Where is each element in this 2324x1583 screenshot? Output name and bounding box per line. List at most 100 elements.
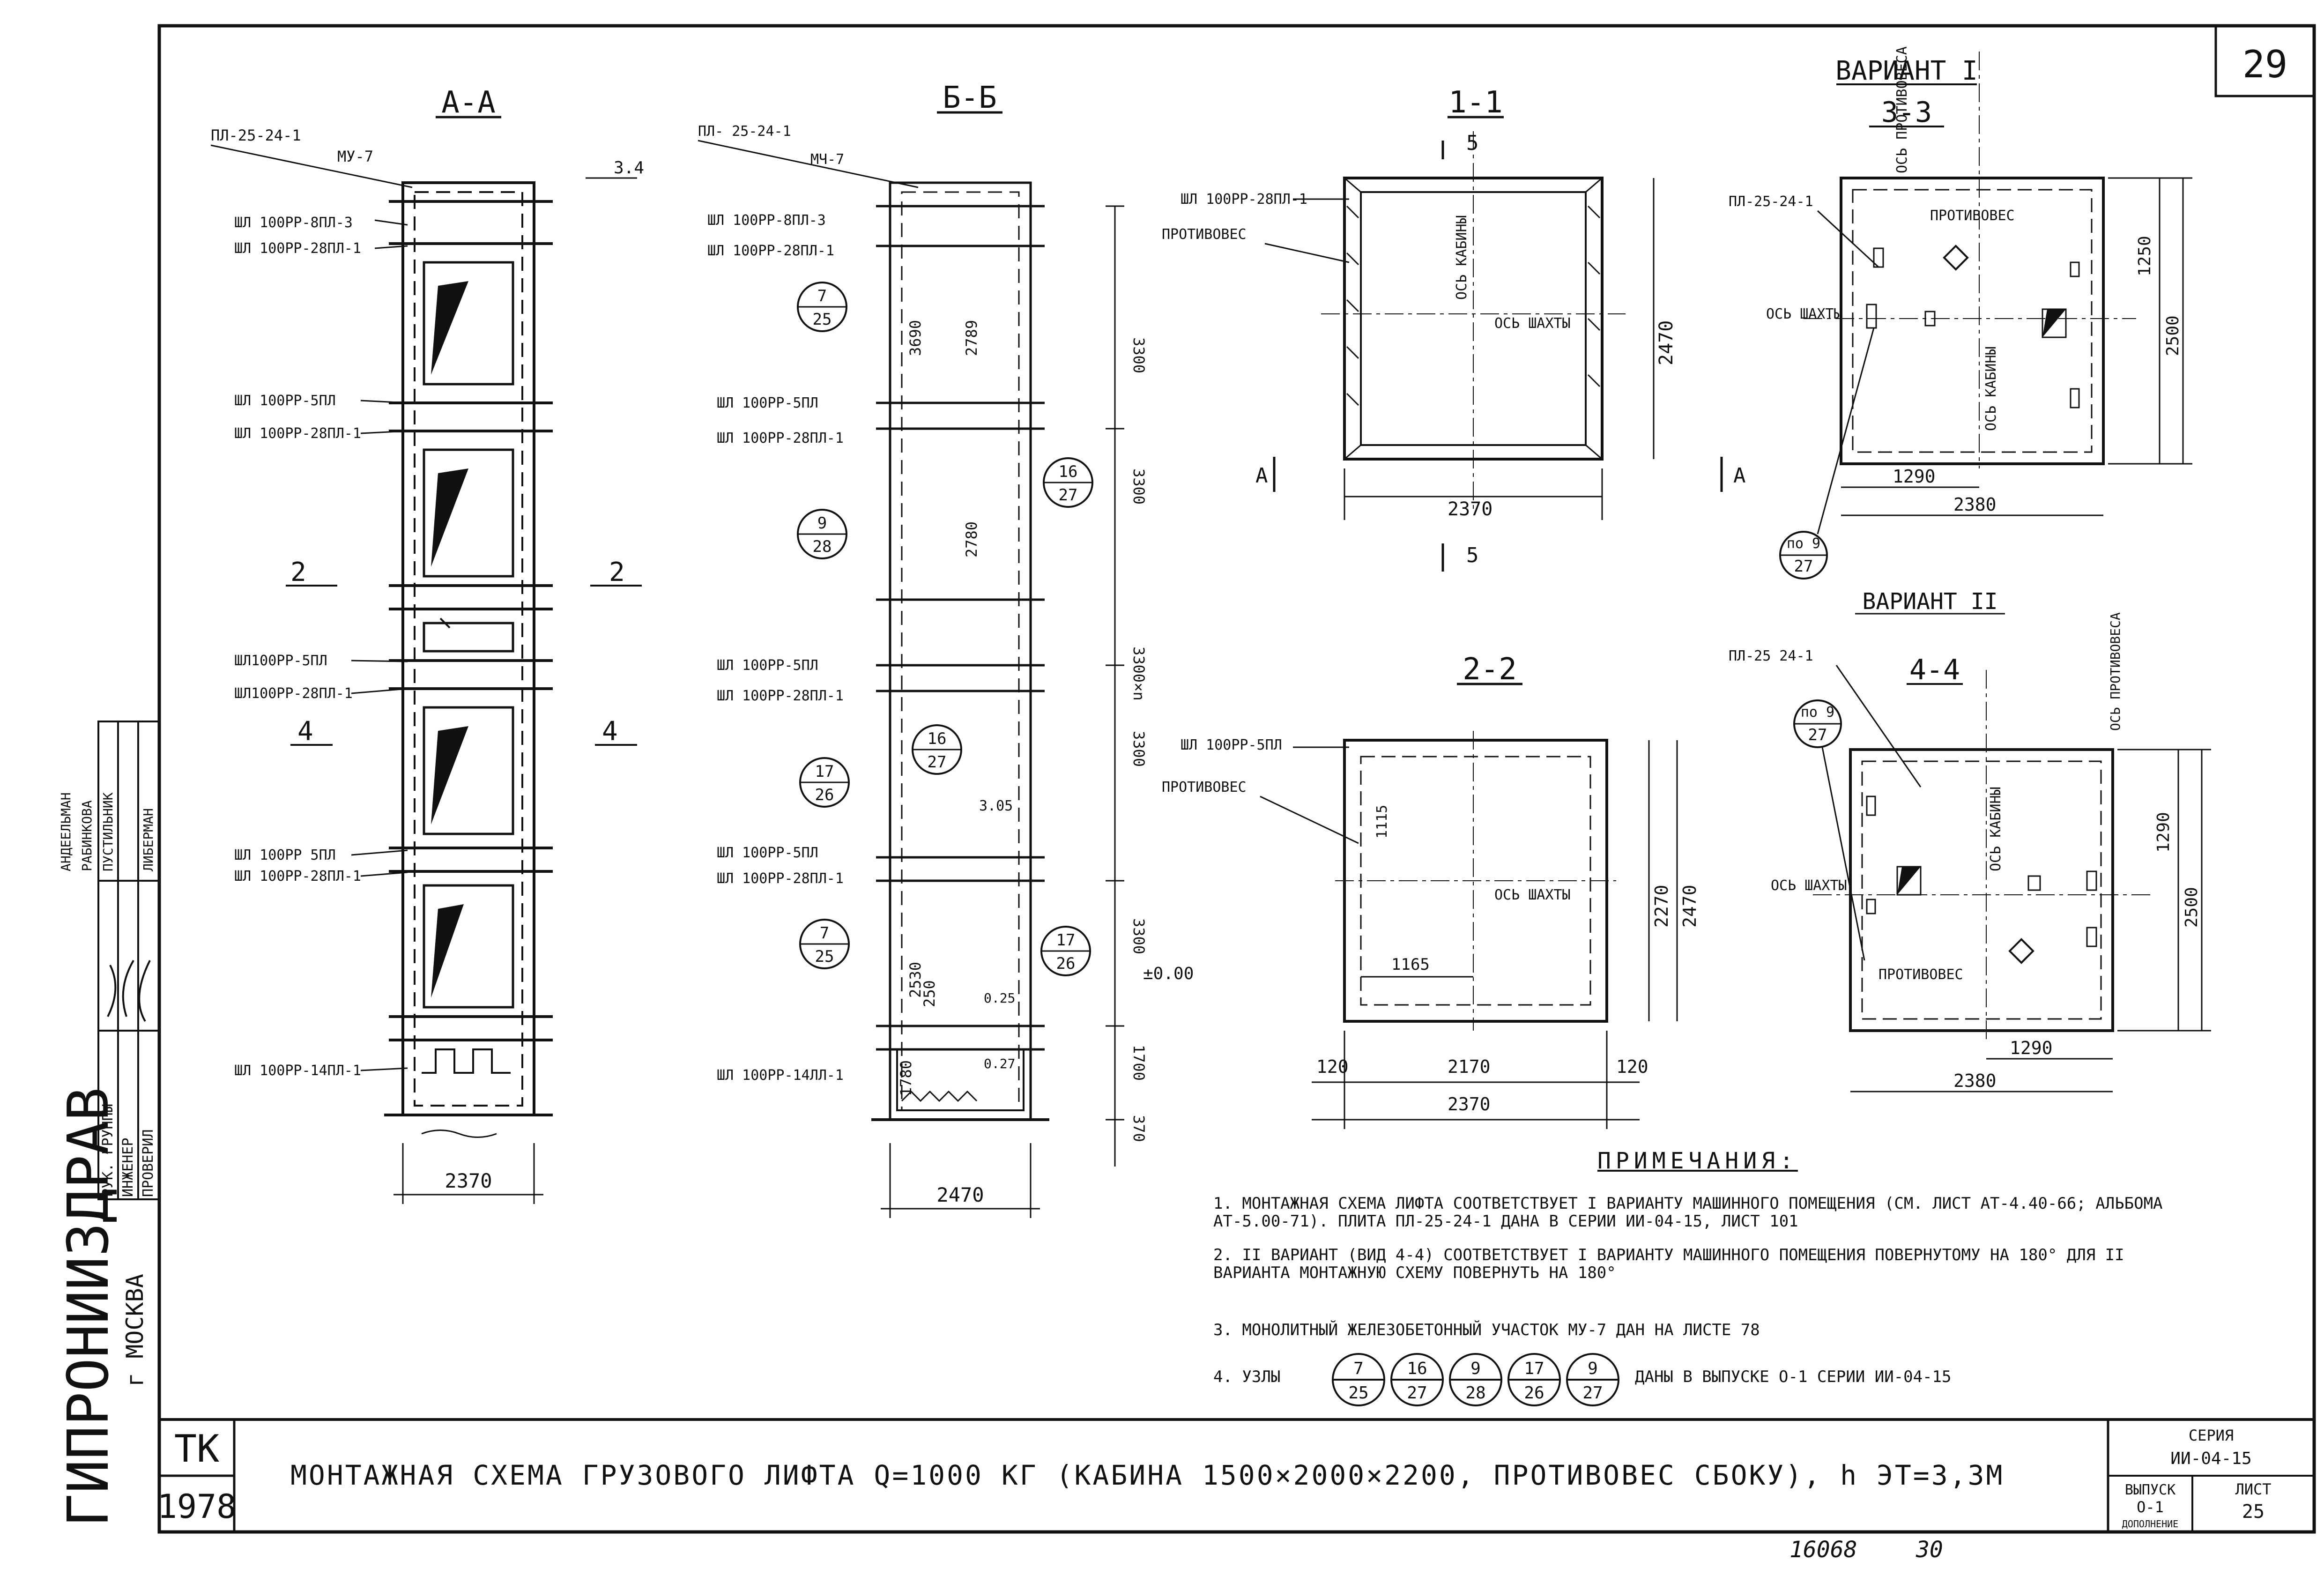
view-aa-mark-34: 3.4 [614, 158, 644, 178]
note4-node-3-top: 17 [1524, 1359, 1544, 1378]
note4-node-2-bot: 28 [1465, 1383, 1485, 1403]
footer-code: 16068 [1789, 1537, 1857, 1563]
s11-title: 1-1 [1448, 85, 1503, 120]
view-aa-sec4-right: 4 [602, 716, 618, 747]
view-aa-sec4-left: 4 [297, 716, 313, 747]
view-bb-inner-250: 250 [921, 980, 938, 1007]
view-bb-inner-2780: 2780 [963, 521, 980, 557]
s11-a-left: А [1255, 464, 1268, 488]
note-1: 1. МОНТАЖНАЯ СХЕМА ЛИФТА СООТВЕТСТВУЕТ I… [1213, 1194, 2163, 1231]
drawing-title: МОНТАЖНАЯ СХЕМА ГРУЗОВОГО ЛИФТА Q=1000 К… [290, 1459, 2005, 1491]
view-bb-inner-2789: 2789 [963, 320, 980, 356]
view-bb-mark-025: 0.25 [984, 990, 1015, 1006]
s22-title: 2-2 [1463, 652, 1517, 687]
s22-d2170: 2170 [1448, 1056, 1491, 1077]
left-stamp: РУК. ГРУППЫ ИНЖЕНЕР ПРОВЕРИЛ АНДЕЕЛЬМАН … [58, 721, 160, 1200]
view-bb-height-4: 3300 [1130, 731, 1148, 767]
s11-axis-shaft: ОСЬ ШАХТЫ [1494, 315, 1571, 332]
s11-dim-w: 2370 [1448, 498, 1492, 520]
bb-node-0-bot: 25 [813, 310, 832, 329]
s44-d1290: 1290 [2010, 1038, 2053, 1058]
view-aa-label-3: ШЛ 100РР-5ПЛ [234, 393, 336, 409]
section-4-4: ВАРИАНТ II 4-4 ОСЬ ПРОТИВОВЕСА ОСЬ ШАХТЫ… [1729, 588, 2211, 1092]
view-bb-height-3: 3300×n [1130, 647, 1148, 701]
notes-heading: ПРИМЕЧАНИЯ: [1597, 1148, 1798, 1174]
stamp-role-1: РУК. ГРУППЫ [100, 1104, 116, 1197]
s11-cut-top: 5 [1466, 131, 1479, 155]
s44-axis-cab: ОСЬ КАБИНЫ [1988, 787, 2004, 871]
view-aa-dim-width: 2370 [445, 1169, 492, 1192]
s44-d2500: 2500 [2182, 887, 2201, 928]
note4-node-4-bot: 27 [1582, 1383, 1603, 1403]
bb-node-4-top: 16 [928, 729, 947, 748]
s44-pl: ПЛ-25 24-1 [1729, 648, 1813, 664]
s33-d2380: 2380 [1953, 494, 1997, 515]
s11-dim-h: 2470 [1656, 320, 1677, 365]
view-bb-height-7: 370 [1130, 1115, 1148, 1142]
s44-cw: ПРОТИВОВЕС [1879, 966, 1963, 983]
s33-node-top: по 9 [1787, 535, 1820, 552]
tb-issue-sub: ДОПОЛНЕНИЕ [2122, 1518, 2178, 1530]
view-aa-title: А-А [441, 85, 496, 120]
section-1-1: 1-1 ОСЬ КАБИНЫ ОСЬ ШАХТЫ ШЛ 100РР-28ПЛ-1… [1162, 85, 1746, 572]
note-3: 3. МОНОЛИТНЫЙ ЖЕЛЕЗОБЕТОННЫЙ УЧАСТОК МУ-… [1213, 1321, 1760, 1339]
note4-node-4-top: 9 [1588, 1359, 1598, 1378]
s44-axis-cw: ОСЬ ПРОТИВОВЕСА [2108, 612, 2123, 731]
footer-num: 30 [1916, 1537, 1943, 1563]
s44-node-bot: 27 [1808, 726, 1827, 744]
page-number: 29 [2242, 43, 2287, 86]
view-aa-label-7: ШЛ 100РР 5ПЛ [234, 847, 336, 863]
s22-d1115: 1115 [1374, 805, 1390, 839]
s22-label1: ШЛ 100РР-5ПЛ [1181, 737, 1282, 753]
note-4-post: ДАНЫ В ВЫПУСКЕ О-1 СЕРИИ ИИ-04-15 [1635, 1367, 1952, 1386]
view-bb-label-3: ШЛ 100РР-5ПЛ [717, 395, 818, 411]
view-aa-label-2: ШЛ 100РР-28ПЛ-1 [234, 240, 361, 257]
note4-node-1-bot: 27 [1407, 1383, 1427, 1403]
s33-axis-cw: ОСЬ ПРОТИВОВЕСА [1894, 46, 1910, 173]
stamp-name-2: РАБИНКОВА [79, 800, 95, 871]
view-bb-label-4: ШЛ 100РР-28ПЛ-1 [717, 430, 844, 446]
view-bb-height-6: 1700 [1130, 1045, 1148, 1081]
view-aa-label-8: ШЛ 100РР-28ПЛ-1 [234, 868, 361, 884]
s44-variant: ВАРИАНТ II [1863, 588, 1998, 615]
s33-title: 3-3 [1881, 96, 1932, 129]
s11-a-right: А [1733, 464, 1746, 488]
title-block: ТК 1978 СЕРИЯ ИИ-04-15 ВЫПУСК О-1 ДОПОЛН… [157, 1418, 2314, 1532]
s44-d1290v: 1290 [2154, 812, 2173, 853]
org-city: г МОСКВА [121, 1274, 148, 1387]
tb-tk: ТК [174, 1427, 219, 1471]
s44-d2380: 2380 [1953, 1070, 1997, 1091]
bb-node-3-bot: 26 [815, 786, 834, 804]
view-bb-title: Б-Б [943, 81, 997, 115]
view-bb-label-8: ШЛ 100РР-28ПЛ-1 [717, 870, 844, 887]
view-bb-inner-1780: 1780 [897, 1060, 915, 1096]
view-aa: А-А [210, 85, 644, 1204]
note4-node-1-top: 16 [1407, 1359, 1427, 1378]
bb-node-4-bot: 27 [928, 753, 947, 772]
bb-node-5-bot: 25 [815, 947, 834, 966]
view-bb-label-5: ШЛ 100РР-5ПЛ [717, 657, 818, 674]
s44-axis-shaft: ОСЬ ШАХТЫ [1771, 877, 1847, 894]
s22-d2270: 2270 [1651, 884, 1672, 928]
view-aa-label-9: ШЛ 100РР-14ПЛ-1 [234, 1063, 361, 1079]
note4-node-0-bot: 25 [1348, 1383, 1368, 1403]
note4-node-0-top: 7 [1353, 1359, 1364, 1378]
tb-sheet: 25 [2242, 1501, 2265, 1523]
s11-label1: ШЛ 100РР-28ПЛ-1 [1181, 191, 1307, 208]
view-bb-label-1: ШЛ 100РР-8ПЛ-3 [707, 212, 826, 229]
view-aa-label-6: ШЛ100РР-28ПЛ-1 [234, 685, 353, 702]
s22-axis: ОСЬ ШАХТЫ [1494, 887, 1571, 903]
view-bb-height-1: 3300 [1130, 337, 1148, 373]
view-bb-height-5: 3300 [1130, 918, 1148, 954]
org-name: ГИПРОНИИЗДРАВ [56, 1087, 121, 1527]
tb-issue: О-1 [2137, 1498, 2164, 1516]
s33-cw: ПРОТИВОВЕС [1930, 208, 2015, 224]
view-bb-mark-zero: ±0.00 [1143, 964, 1194, 983]
s11-cut-bot: 5 [1466, 543, 1479, 567]
note-4-pre: 4. УЗЛЫ [1213, 1367, 1281, 1386]
view-bb-inner-3690: 3690 [906, 320, 924, 356]
bb-node-6-top: 17 [1056, 931, 1076, 950]
section-3-3: ВАРИАНТ I 3-3 ОСЬ ПРОТИВОВЕСА ОСЬ ШАХТЫ … [1729, 46, 2192, 580]
